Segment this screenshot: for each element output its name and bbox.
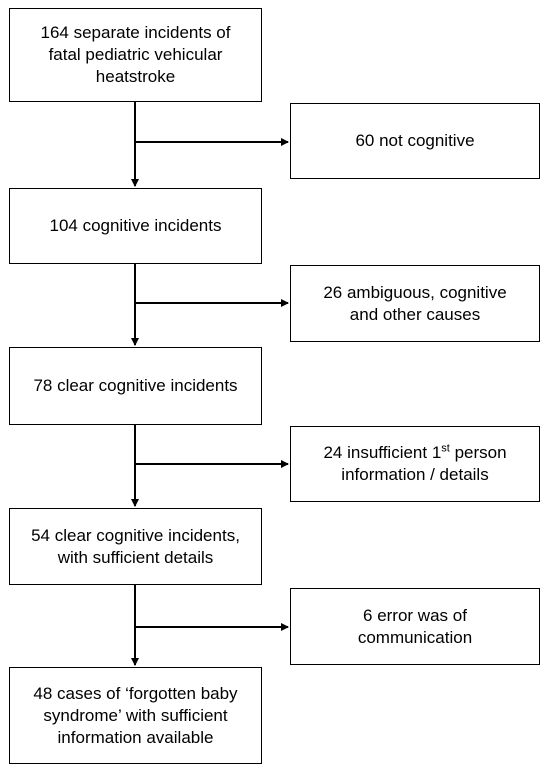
step-5-line-3: information available [57,727,214,747]
step-4-line-2: with sufficient details [57,547,214,567]
exclusion-box-1: 60 not cognitive [290,103,540,179]
step-box-4: 54 clear cognitive incidents, with suffi… [9,508,262,585]
step-box-5: 48 cases of ‘forgotten baby syndrome’ wi… [9,667,262,764]
exclusion-box-3: 24 insufficient 1st person information /… [290,426,540,502]
step-5-line-1: 48 cases of ‘forgotten baby [33,683,238,703]
step-3-line-1: 78 clear cognitive incidents [33,376,238,395]
exclusion-box-4: 6 error was of communication [290,588,540,665]
exclusion-box-2: 26 ambiguous, cognitive and other causes [290,265,540,342]
exclusion-3-text-before: 24 insufficient 1 [323,443,442,462]
exclusion-3-superscript: st [441,442,450,455]
step-2-line-1: 104 cognitive incidents [49,216,222,235]
step-box-1: 164 separate incidents of fatal pediatri… [9,8,262,102]
step-4-line-1: 54 clear cognitive incidents, [31,525,240,545]
exclusion-2-line-1: 26 ambiguous, cognitive [323,282,507,302]
exclusion-4-line-1: 6 error was of [363,605,467,625]
exclusion-2-line-2: and other causes [349,304,481,324]
exclusion-4-line-2: communication [357,627,473,647]
exclusion-3-line-2: information / details [341,465,489,484]
exclusion-3-text-after: person [449,443,507,462]
step-1-line-1: 164 separate incidents of [40,23,231,42]
exclusion-1-line-1: 60 not cognitive [355,131,475,150]
step-box-3: 78 clear cognitive incidents [9,347,262,425]
step-box-2: 104 cognitive incidents [9,188,262,264]
exclusion-3-line-1: 24 insufficient 1st person [323,442,506,464]
step-1-line-2: fatal pediatric vehicular [48,45,223,64]
step-5-line-2: syndrome’ with sufficient [43,705,228,725]
step-1-line-3: heatstroke [95,67,176,86]
